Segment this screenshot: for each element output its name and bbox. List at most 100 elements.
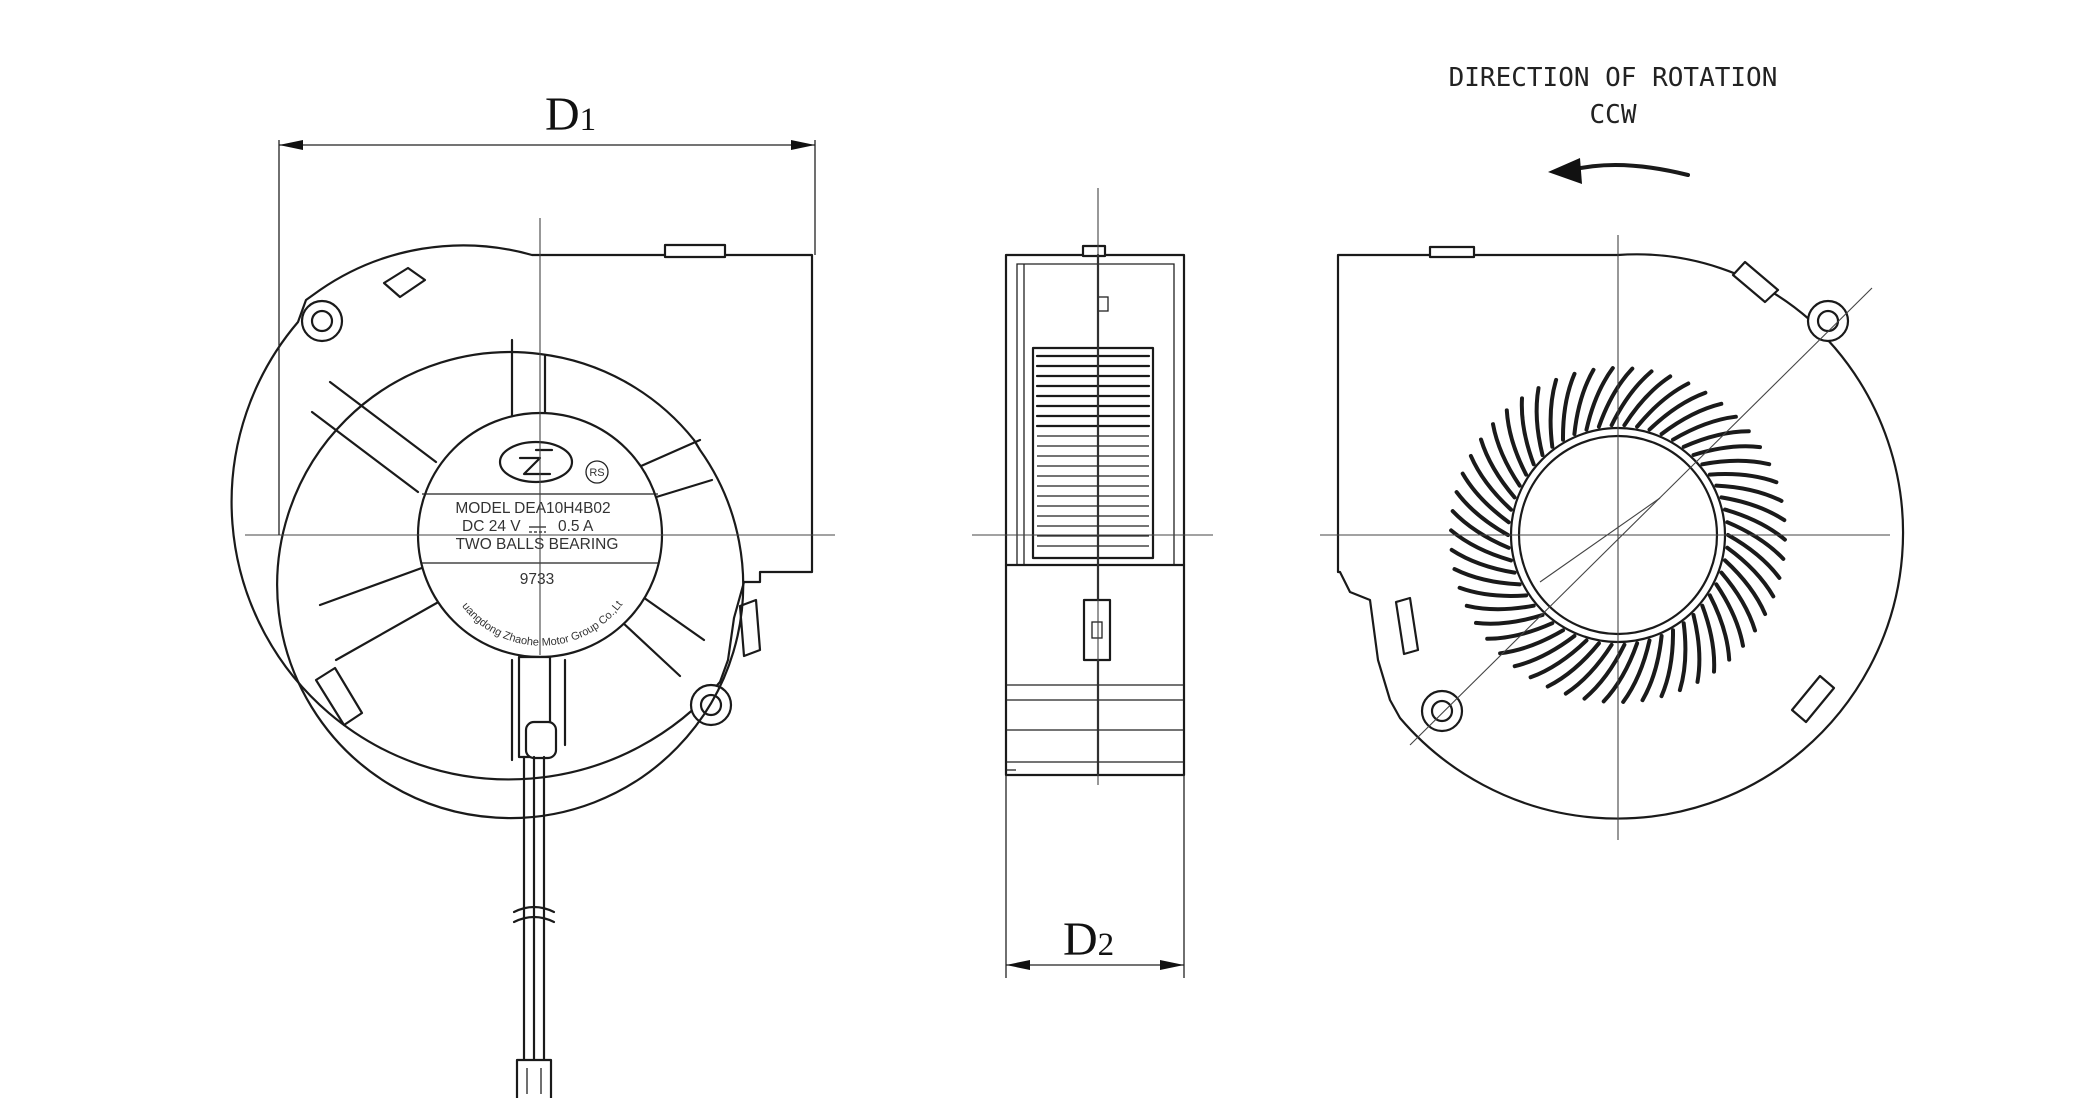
impeller-blade	[1584, 366, 1615, 432]
impeller-blade	[1504, 408, 1529, 477]
impeller-blade	[1560, 371, 1577, 442]
rear-top-clip	[1428, 245, 1476, 259]
inner-ring	[276, 351, 745, 820]
top-clip	[663, 243, 727, 259]
rear-housing-outline	[1336, 253, 1905, 820]
rear-mount-hole-bottom	[1430, 699, 1454, 723]
cert-mark-circle	[585, 460, 609, 484]
impeller-blade	[1528, 638, 1589, 680]
mount-hole-left	[310, 309, 334, 333]
impeller-blade	[1534, 386, 1545, 457]
impeller-blade	[1498, 628, 1565, 656]
side-tab-lower-left	[314, 666, 364, 727]
impeller-blades	[1449, 366, 1787, 704]
centerline-diagonal	[1409, 287, 1873, 746]
impeller-blade	[1723, 558, 1768, 616]
spokes	[310, 338, 714, 762]
impeller-blade	[1479, 437, 1517, 500]
d1-label: D1	[545, 88, 596, 141]
label-bearing: TWO BALLS BEARING	[456, 536, 619, 553]
impeller-blade	[1691, 444, 1762, 457]
impeller-blade	[1548, 377, 1559, 449]
impeller-blade	[1491, 422, 1522, 488]
cert-mark: RS	[589, 467, 604, 479]
connector-plug	[515, 1058, 553, 1098]
impeller-blade	[1681, 429, 1751, 449]
impeller-blade	[1677, 621, 1688, 693]
rotation-heading: DIRECTION OF ROTATION	[1449, 63, 1778, 93]
impeller-blade	[1563, 642, 1614, 696]
cable-grommet	[524, 720, 558, 760]
impeller-blade	[1468, 454, 1513, 512]
impeller-blade	[1659, 401, 1724, 436]
impeller-blade	[1719, 495, 1787, 523]
impeller-blade	[1714, 483, 1784, 503]
rear-tab-top-right	[1731, 260, 1780, 304]
impeller-blade	[1622, 374, 1673, 428]
brand-logo	[498, 440, 574, 484]
impeller-blade	[1512, 634, 1577, 669]
side-tab-top-left	[382, 266, 427, 299]
impeller-blade	[1725, 520, 1786, 561]
impeller-blade	[1707, 593, 1732, 662]
impeller-blade	[1700, 603, 1717, 674]
brand-logo-mark	[518, 448, 554, 476]
d2-label: D2	[1063, 913, 1114, 966]
impeller-blade	[1707, 472, 1779, 485]
impeller-blade	[1723, 507, 1787, 542]
cable-channel	[517, 655, 552, 759]
impeller-blade	[1671, 414, 1738, 442]
impeller-blade	[1454, 490, 1510, 537]
impeller-blade	[1449, 528, 1513, 563]
centerline-diagonal-short	[1539, 497, 1661, 583]
impeller-blade	[1640, 634, 1664, 703]
impeller-blade	[1474, 613, 1545, 626]
impeller-blade	[1582, 642, 1627, 701]
side-tab-right	[738, 598, 762, 658]
impeller-blade	[1572, 367, 1596, 436]
impeller-blade	[1485, 621, 1555, 641]
impeller-blade	[1659, 628, 1676, 699]
front-view: RS MODEL DEA10H4B02 DC 24 V 0.5 A TWO BA…	[0, 0, 835, 1098]
label-current: 0.5 A	[558, 518, 594, 535]
side-grille-slats	[1035, 354, 1151, 547]
impeller-blade	[1719, 570, 1757, 633]
impeller-blade	[1464, 603, 1536, 612]
side-grille	[1031, 346, 1155, 560]
rotation-arrow-head	[1548, 158, 1582, 184]
rotation-arrow	[1570, 163, 1690, 177]
label-code: 9733	[520, 571, 554, 588]
side-top-clip	[1081, 244, 1107, 258]
rear-view: DIRECTION OF ROTATION CCW	[1320, 63, 1905, 840]
side-latch	[1097, 296, 1109, 312]
side-wire-clip	[1082, 598, 1112, 662]
impeller-blade	[1450, 509, 1511, 550]
impeller-blade	[1519, 396, 1536, 467]
impeller-blade	[1700, 458, 1772, 467]
wire-break-mark	[512, 905, 556, 924]
housing-outline	[230, 244, 814, 781]
rear-tab-bottom-right	[1790, 674, 1836, 724]
impeller-blade	[1449, 547, 1517, 575]
rear-mount-hole-top	[1816, 309, 1840, 333]
impeller-blade	[1596, 366, 1635, 429]
impeller-blade	[1609, 369, 1654, 428]
rear-tab-left	[1394, 596, 1420, 656]
impeller-blade	[1460, 471, 1511, 525]
impeller-blade	[1714, 582, 1745, 648]
label-voltage: DC 24 V	[462, 518, 521, 535]
impeller-blade	[1545, 641, 1601, 689]
impeller-blade	[1601, 641, 1640, 704]
impeller-blade	[1726, 533, 1782, 580]
impeller-blade	[1621, 638, 1652, 704]
side-view: D2	[972, 188, 1213, 978]
impeller-blade	[1725, 545, 1776, 599]
impeller-blade	[1691, 613, 1702, 684]
impeller-blade	[1457, 585, 1529, 598]
impeller-blade	[1647, 390, 1708, 432]
rotation-value: CCW	[1590, 100, 1637, 130]
impeller-blade	[1635, 381, 1691, 429]
impeller-blade	[1452, 567, 1522, 587]
label-model: MODEL DEA10H4B02	[455, 500, 610, 517]
